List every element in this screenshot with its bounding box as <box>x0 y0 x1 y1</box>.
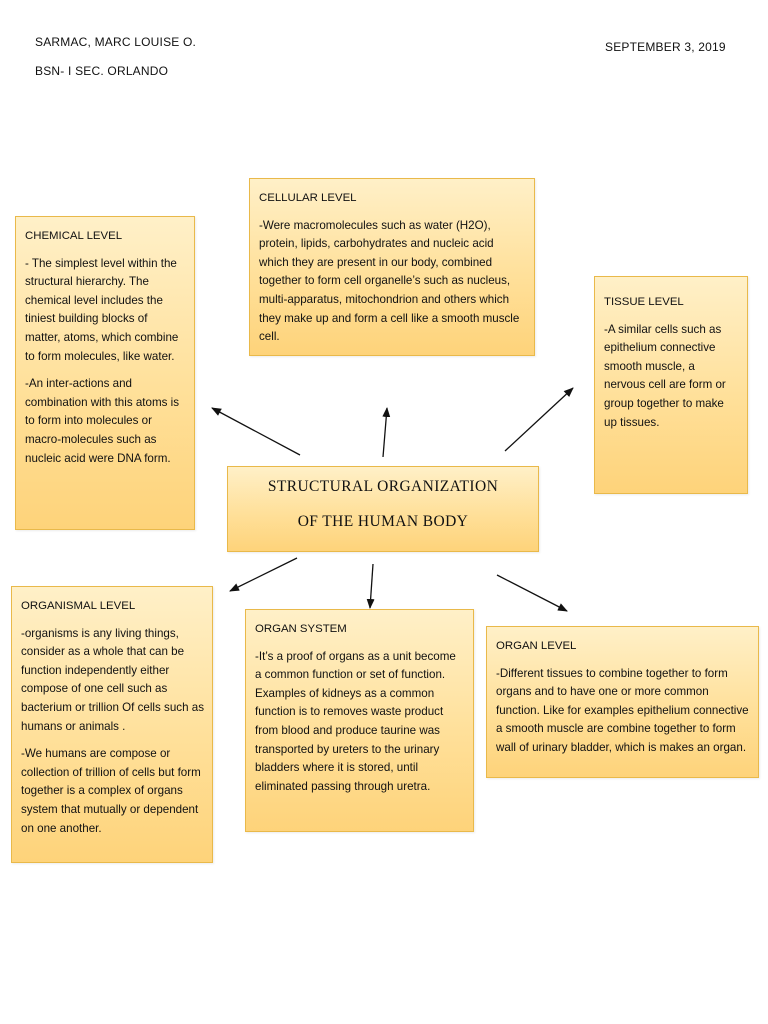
organismal-level-title: ORGANISMAL LEVEL <box>21 600 136 612</box>
organismal-level-text-2: -We humans are compose or collection of … <box>21 747 201 835</box>
tissue-level-text: -A similar cells such as epithelium conn… <box>604 322 726 429</box>
cellular-level-title: CELLULAR LEVEL <box>259 192 357 204</box>
organ-level-title: ORGAN LEVEL <box>496 640 577 652</box>
organismal-level-box: ORGANISMAL LEVEL -organisms is any livin… <box>11 586 213 863</box>
chemical-level-text-2: -An inter-actions and combination with t… <box>25 377 180 465</box>
arrow-to-chemical <box>211 407 301 456</box>
arrow-to-organismal <box>229 557 298 592</box>
tissue-level-box: TISSUE LEVEL -A similar cells such as ep… <box>594 276 748 494</box>
organ-level-box: ORGAN LEVEL -Different tissues to combin… <box>486 626 759 778</box>
chemical-level-box: CHEMICAL LEVEL - The simplest level with… <box>15 216 195 530</box>
organismal-level-text-1: -organisms is any living things, conside… <box>21 626 204 733</box>
arrow-to-organ-system <box>366 563 375 609</box>
date: SEPTEMBER 3, 2019 <box>605 40 726 54</box>
chemical-level-title: CHEMICAL LEVEL <box>25 230 123 242</box>
organ-level-text: -Different tissues to combine together t… <box>496 666 749 754</box>
arrow-to-tissue <box>504 387 574 452</box>
central-topic-box: STRUCTURAL ORGANIZATION OF THE HUMAN BOD… <box>227 466 539 552</box>
arrow-to-organ <box>496 574 568 612</box>
cellular-level-box: CELLULAR LEVEL -Were macromolecules such… <box>249 178 535 356</box>
student-section: BSN- I SEC. ORLANDO <box>35 64 169 78</box>
tissue-level-title: TISSUE LEVEL <box>604 296 684 308</box>
central-topic-line-2: OF THE HUMAN BODY <box>297 513 469 530</box>
chemical-level-text-1: - The simplest level within the structur… <box>25 256 179 363</box>
organ-system-box: ORGAN SYSTEM -It’s a proof of organs as … <box>245 609 474 832</box>
student-name: SARMAC, MARC LOUISE O. <box>35 35 197 49</box>
cellular-level-text: -Were macromolecules such as water (H2O)… <box>259 218 520 344</box>
arrow-to-cellular <box>382 407 391 458</box>
organ-system-text: -It’s a proof of organs as a unit become… <box>255 649 456 793</box>
central-topic-line-1: STRUCTURAL ORGANIZATION <box>267 478 499 495</box>
organ-system-title: ORGAN SYSTEM <box>255 623 347 635</box>
